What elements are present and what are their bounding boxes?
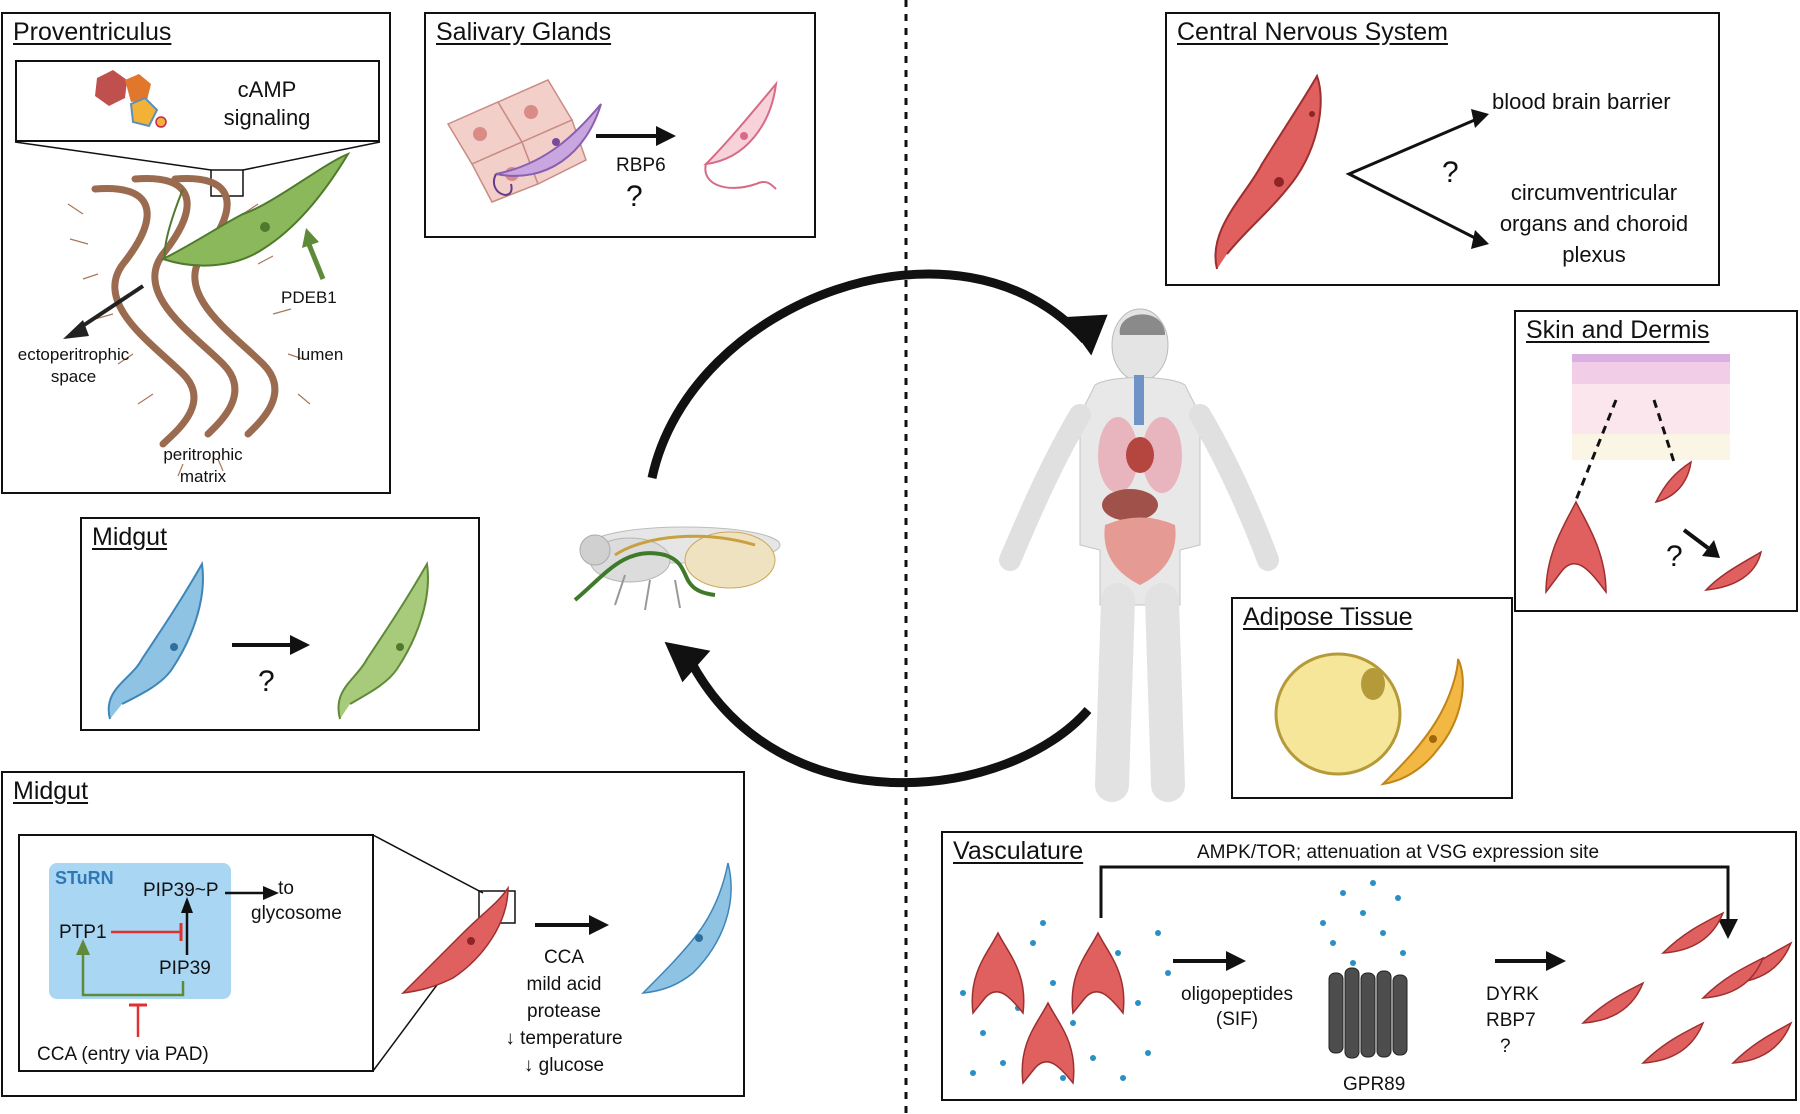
rbp6-label: RBP6 — [616, 155, 666, 176]
pip39p-label: PIP39~P — [143, 880, 219, 901]
panel-central-nervous-system: Central Nervous System blood brain barri… — [1165, 12, 1720, 286]
sturn-pathway-arrows — [76, 886, 279, 1037]
midgut-question-mark: ? — [258, 665, 275, 698]
trigger-item: ↓ temperature — [505, 1027, 623, 1049]
panel-title: Salivary Glands — [436, 18, 612, 46]
cca-entry-label: CCA (entry via PAD) — [37, 1044, 209, 1065]
cns-question-mark: ? — [1442, 156, 1459, 189]
camp-inset-box: cAMP signaling — [15, 60, 380, 142]
panel-title: Midgut — [13, 777, 89, 805]
cycle-arrow-top — [647, 269, 1089, 479]
blood-brain-barrier-label: blood brain barrier — [1492, 89, 1671, 114]
panel-salivary-glands: Salivary Glands RBP6 ? — [424, 12, 816, 238]
skin-layers-and-parasites — [1545, 354, 1763, 595]
panel-vasculature: Vasculature AMPK/TOR; attenuation at VSG… — [941, 831, 1797, 1101]
cycle-arrow-bottom — [686, 657, 1092, 787]
peritrophic-matrix-drawing — [63, 151, 351, 477]
panel-proventriculus: Proventriculus cAMP signaling PDEB1 ec — [1, 12, 391, 494]
lumen-label: lumen — [297, 345, 344, 364]
ptp1-label: PTP1 — [59, 922, 107, 943]
cns-parasite-and-branch-arrows — [1214, 73, 1489, 270]
trigger-item: protease — [527, 1000, 601, 1022]
panel-title: Midgut — [92, 523, 168, 551]
cycle-arrowhead-bottom — [664, 641, 711, 683]
camp-molecule-icon — [95, 70, 167, 128]
panel-title: Proventriculus — [13, 18, 172, 46]
sturn-label: STuRN — [55, 868, 114, 888]
trigger-item: mild acid — [526, 973, 602, 995]
adipocyte-and-parasite — [1274, 652, 1464, 786]
differentiation-triggers-list: CCA mild acid protease ↓ temperature ↓ g… — [497, 945, 631, 1080]
salivary-cells-and-parasite — [446, 79, 778, 203]
panel-title: Skin and Dermis — [1526, 316, 1710, 344]
trigger-item: ↓ glucose — [523, 1054, 605, 1076]
to-glycosome-label: to glycosome — [251, 878, 342, 924]
panel-skin-and-dermis: Skin and Dermis ? — [1514, 310, 1798, 612]
vasculature-question-mark: ? — [1500, 1036, 1511, 1057]
pip39-label: PIP39 — [159, 958, 211, 979]
ectoperitrophic-space-label: ectoperitrophic space — [17, 345, 130, 387]
panel-title: Vasculature — [953, 837, 1084, 865]
tsetse-fly-illustration — [573, 526, 781, 611]
gpr89-label: GPR89 — [1343, 1074, 1406, 1095]
trigger-item: CCA — [543, 947, 585, 968]
vasculature-drawing — [960, 865, 1793, 1085]
pdeb1-label: PDEB1 — [281, 288, 337, 307]
stumpy-to-procyclic-drawing — [107, 560, 429, 720]
skin-question-mark: ? — [1666, 540, 1683, 573]
salivary-question-mark: ? — [626, 180, 643, 213]
oligopeptides-label: oligopeptides (SIF) — [1181, 984, 1293, 1030]
panel-title: Central Nervous System — [1177, 18, 1448, 46]
panel-title: Adipose Tissue — [1243, 603, 1413, 631]
panel-midgut-lower: Midgut STuRN PIP39~P to glycosome PTP1 P… — [1, 771, 745, 1097]
panel-midgut-upper: Midgut ? — [80, 517, 480, 731]
panel-adipose-tissue: Adipose Tissue — [1231, 597, 1513, 799]
human-body-illustration — [999, 308, 1279, 802]
circumventricular-label: circumventricular organs and choroid ple… — [1499, 180, 1689, 267]
cycle-arrowhead-top — [1063, 314, 1108, 356]
ampk-tor-label: AMPK/TOR; attenuation at VSG expression … — [1197, 842, 1600, 863]
peritrophic-matrix-label: peritrophic matrix — [163, 445, 243, 487]
camp-signaling-label: cAMP signaling — [223, 77, 311, 130]
rbp7-label: RBP7 — [1486, 1010, 1536, 1031]
midgut-lower-inset-frame — [18, 834, 732, 1072]
dyrk-label: DYRK — [1486, 984, 1539, 1005]
